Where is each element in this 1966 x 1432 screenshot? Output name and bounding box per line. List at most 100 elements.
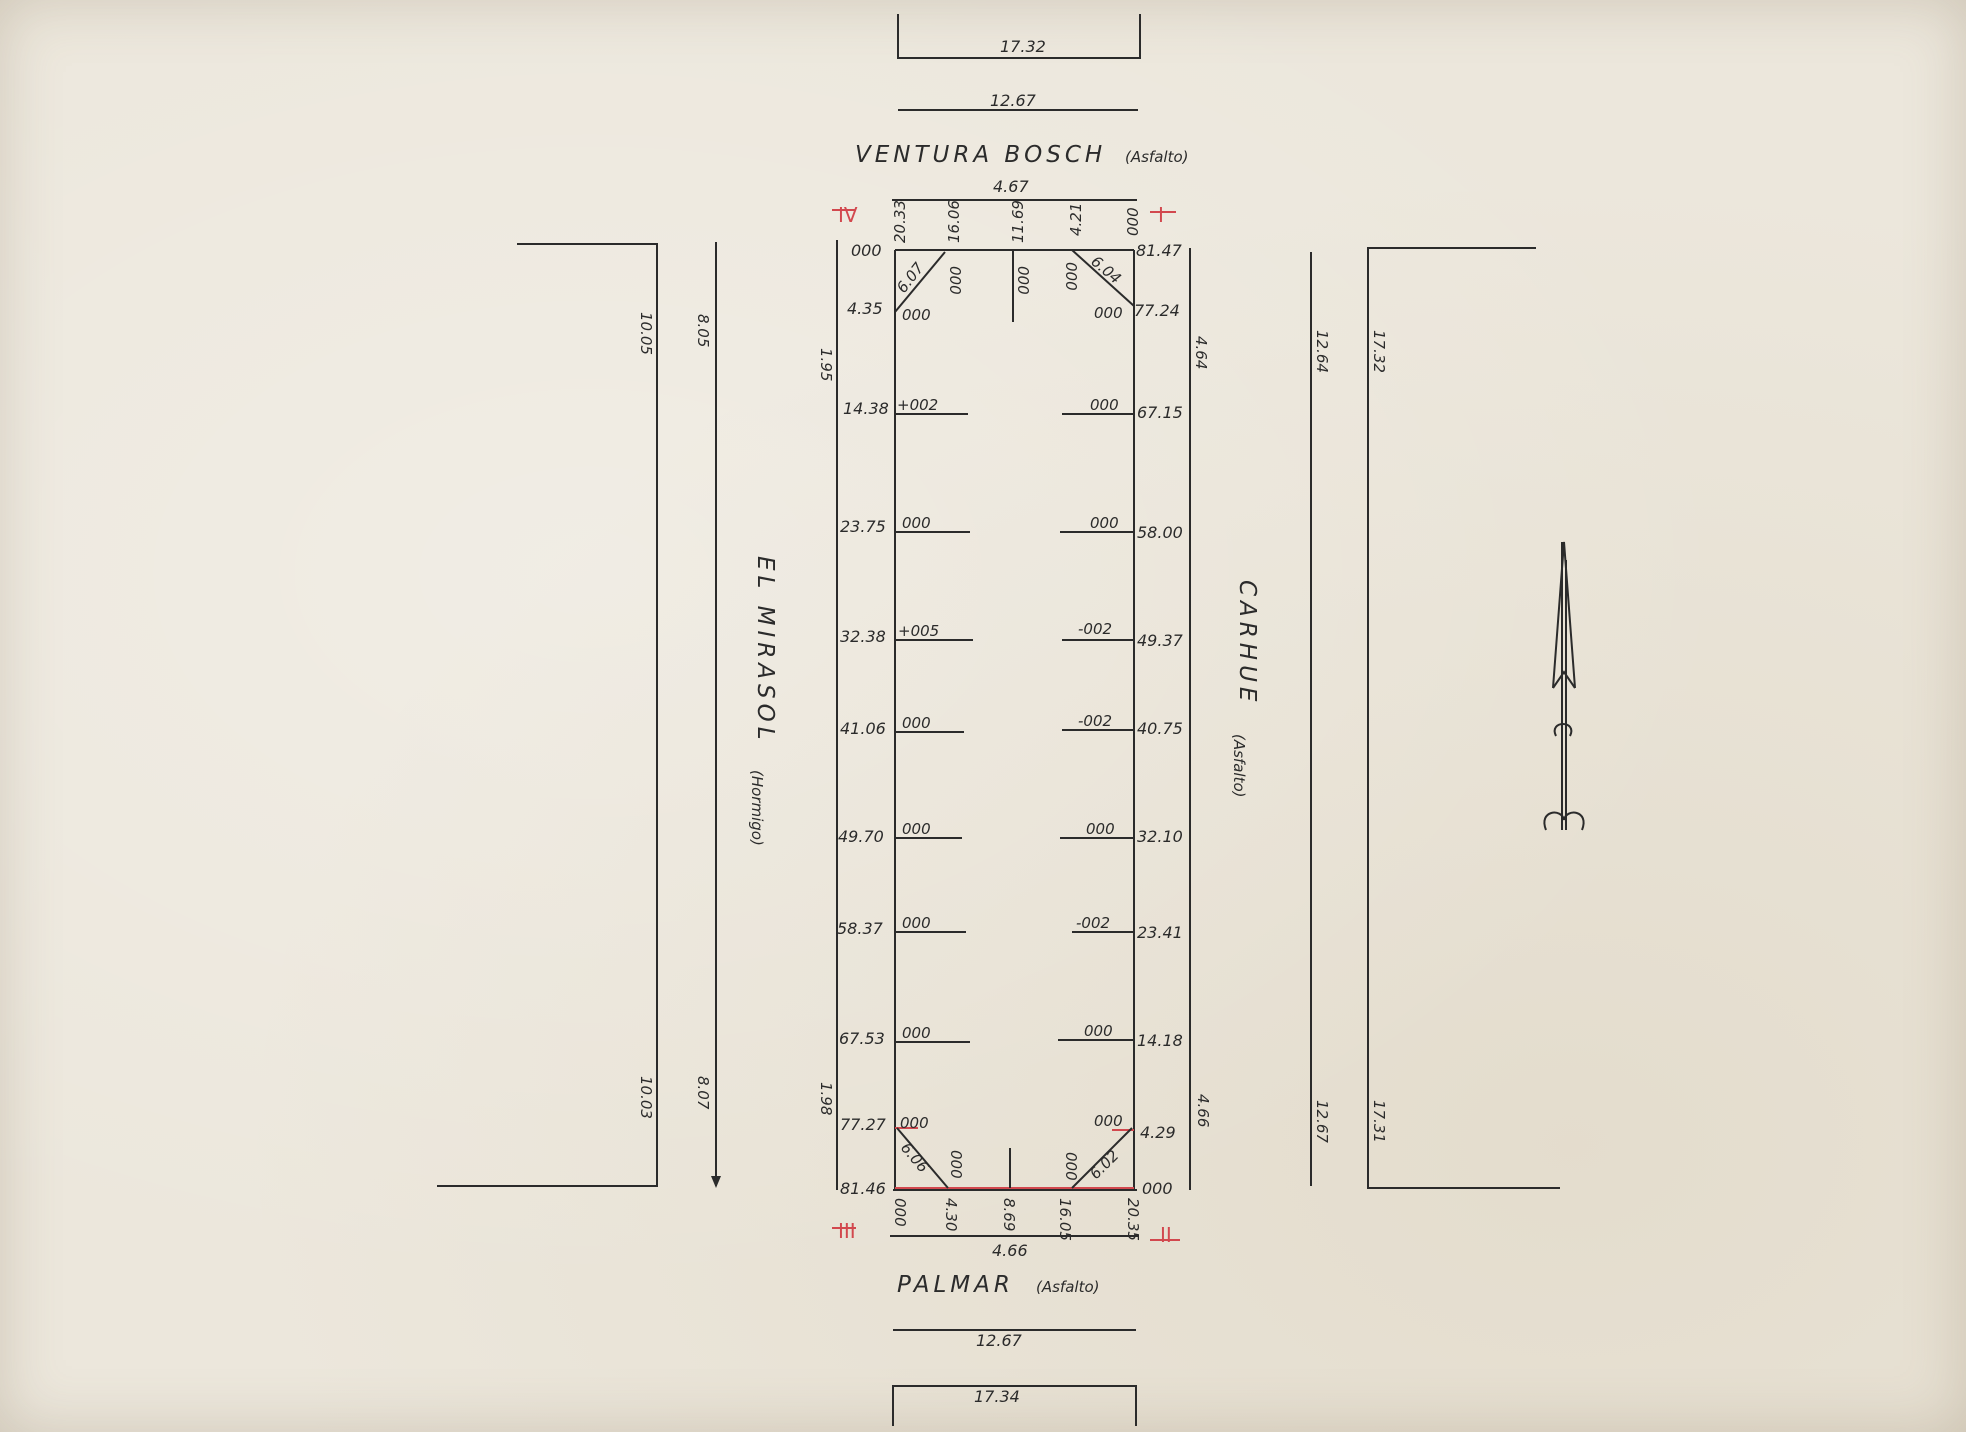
west-level-6: 000 [902, 820, 931, 838]
west-dist-3: 23.75 [840, 517, 886, 536]
top-road-box [897, 14, 1141, 59]
top-edge-c1: 20.33 [891, 200, 909, 243]
bottom-edge-c1: 000 [891, 1198, 909, 1227]
east-road-bottom: 12.67 [1313, 1100, 1331, 1143]
bottom-box-width: 17.34 [974, 1387, 1020, 1406]
west-dist-2: 14.38 [843, 399, 889, 418]
west-walk-bottom: 1.98 [817, 1082, 835, 1115]
east-level-9: 000 [1094, 1112, 1123, 1130]
west-dist-4: 32.38 [840, 627, 886, 646]
west-outer-top: 10.05 [637, 312, 655, 355]
bottom-road-width: 12.67 [976, 1331, 1023, 1350]
bottom-edge-c4: 16.05 [1056, 1198, 1074, 1241]
west-dist-8: 67.53 [839, 1029, 885, 1048]
west-level-3: 000 [902, 514, 931, 532]
chamfer-sw [896, 1127, 949, 1189]
east-road-top: 12.64 [1313, 330, 1331, 373]
chamfer-se [1071, 1127, 1133, 1189]
bottom-mid-left: 000 [947, 1150, 965, 1179]
west-level-7: 000 [902, 914, 931, 932]
top-road-width: 12.67 [990, 91, 1037, 110]
top-right-inner: 000 [1062, 262, 1080, 291]
north-arrow-icon [1543, 541, 1585, 831]
top-left-inner: 000 [946, 266, 964, 295]
chamfer-ne [1071, 249, 1135, 307]
corner-iii: III [838, 1219, 856, 1243]
west-level-5: 000 [902, 714, 931, 732]
chamfer-ne-label: 6.04 [1087, 252, 1124, 287]
east-level-3: 000 [1090, 514, 1119, 532]
west-dist-10: 81.46 [840, 1179, 886, 1198]
west-dist-9: 77.27 [840, 1115, 887, 1134]
east-level-5: -002 [1078, 712, 1112, 730]
top-edge-c5: 000 [1124, 207, 1142, 236]
street-north: VENTURA BOSCH [855, 142, 1106, 168]
west-walk-top: 1.95 [817, 348, 835, 381]
east-dist-4: 49.37 [1137, 631, 1184, 650]
bottom-mid-right: 000 [1062, 1152, 1080, 1181]
west-dist-1: 4.35 [847, 299, 883, 318]
street-south-note: (Asfalto) [1036, 1278, 1099, 1296]
corner-underlines [832, 209, 1180, 1241]
corner-i: I [1158, 203, 1164, 227]
east-level-1: 000 [1094, 304, 1123, 322]
west-level-9: 000 [900, 1114, 929, 1132]
east-level-4: -002 [1078, 620, 1112, 638]
west-road-top: 8.05 [694, 314, 712, 347]
east-level-6: 000 [1086, 820, 1115, 838]
block-width-bottom: 4.66 [992, 1241, 1028, 1260]
top-mid-mark: 000 [1014, 266, 1032, 295]
chamfer-se-label: 6.02 [1086, 1146, 1122, 1182]
street-west: EL MIRASOL [752, 556, 778, 745]
east-level-7: -002 [1076, 914, 1110, 932]
street-south: PALMAR [897, 1272, 1014, 1298]
east-level-2: 000 [1090, 396, 1119, 414]
west-outer-bottom: 10.03 [637, 1076, 655, 1119]
west-level-8: 000 [902, 1024, 931, 1042]
west-dist-5: 41.06 [840, 719, 886, 738]
west-dist-0: 000 [851, 241, 882, 260]
east-dist-1: 77.24 [1134, 301, 1180, 320]
west-outer-block [437, 243, 658, 1187]
street-east-note: (Asfalto) [1230, 734, 1248, 797]
east-walk-top: 4.64 [1192, 336, 1210, 369]
west-dist-6: 49.70 [838, 827, 884, 846]
east-dist-6: 32.10 [1137, 827, 1183, 846]
top-edge-c2: 16.06 [945, 200, 963, 243]
top-edge-c4: 4.21 [1067, 203, 1085, 236]
west-level-2: +002 [897, 396, 938, 414]
west-road-arrowhead [711, 1176, 721, 1188]
east-walk-bottom: 4.66 [1194, 1094, 1212, 1127]
bottom-road-box [892, 1385, 1137, 1426]
top-edge-c3: 11.69 [1009, 200, 1027, 243]
east-dist-2: 67.15 [1137, 403, 1183, 422]
west-road-bottom: 8.07 [694, 1076, 712, 1110]
top-box-width: 17.32 [1000, 37, 1046, 56]
east-outer-block [1367, 247, 1560, 1189]
east-dist-7: 23.41 [1137, 923, 1183, 942]
street-west-note: (Hormigo) [748, 770, 766, 846]
block-width-top: 4.67 [993, 177, 1029, 196]
chamfer-sw-label: 6.06 [897, 1139, 932, 1176]
west-level-1: 000 [902, 306, 931, 324]
street-east: CARHUE [1234, 580, 1260, 706]
street-north-note: (Asfalto) [1125, 148, 1188, 166]
west-dist-7: 58.37 [837, 919, 884, 938]
east-dist-10: 000 [1142, 1179, 1173, 1198]
bottom-edge-c5: 20.35 [1124, 1198, 1142, 1241]
east-dist-9: 4.29 [1140, 1123, 1176, 1142]
corner-ii: II [1160, 1223, 1172, 1247]
east-outer-top: 17.32 [1370, 330, 1388, 373]
bottom-edge-c3: 8.69 [1000, 1198, 1018, 1231]
corner-iv: IV [838, 203, 858, 227]
east-dist-0: 81.47 [1136, 241, 1183, 260]
bottom-edge-c2: 4.30 [942, 1198, 960, 1231]
chamfer-nw [894, 251, 946, 313]
east-dist-3: 58.00 [1137, 523, 1183, 542]
east-dist-5: 40.75 [1137, 719, 1183, 738]
east-level-8: 000 [1084, 1022, 1113, 1040]
west-level-4: +005 [898, 622, 939, 640]
east-outer-bottom: 17.31 [1370, 1100, 1388, 1143]
